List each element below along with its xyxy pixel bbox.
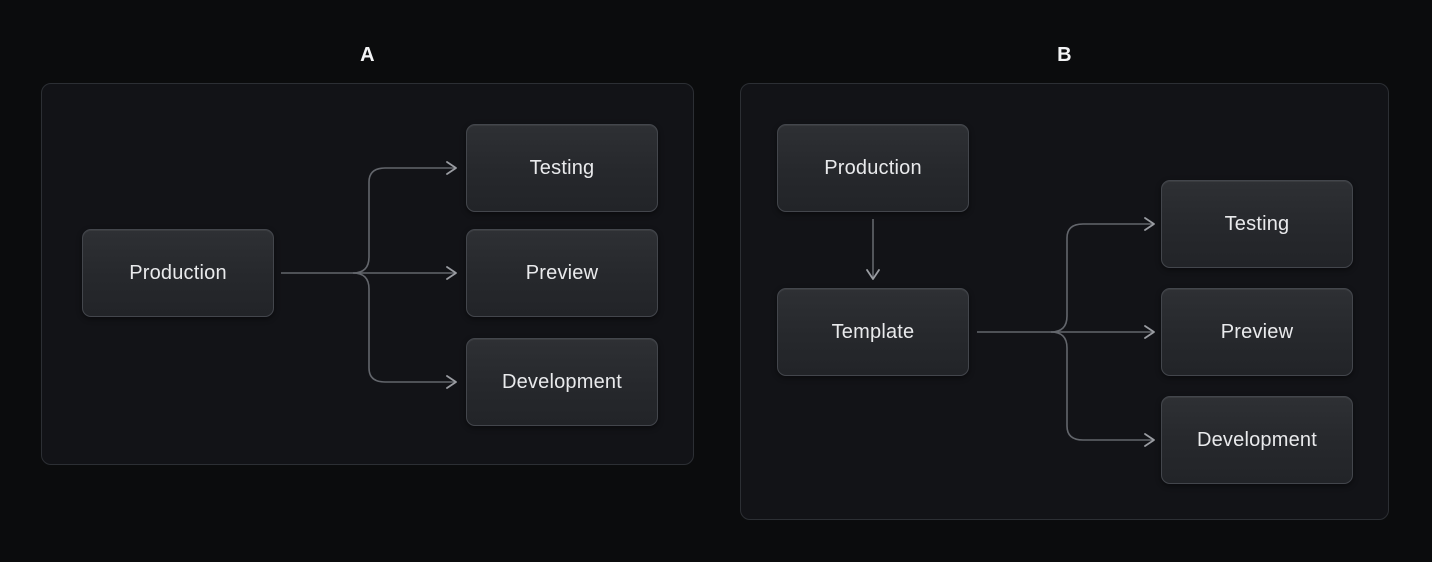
connector-template-testing	[1050, 223, 1154, 333]
node-production-a: Production	[82, 229, 274, 317]
diagram-a: A Production Testing Preview	[41, 43, 694, 465]
diagram-a-panel: Production Testing Preview Development	[41, 83, 694, 465]
node-template-b-label: Template	[831, 320, 915, 343]
diagram-b-panel: Production Template Testing Preview Deve…	[740, 83, 1389, 520]
connector-template-development	[1050, 331, 1154, 441]
node-testing-b: Testing	[1161, 180, 1353, 268]
node-production-a-label: Production	[129, 261, 227, 284]
node-testing-a-label: Testing	[529, 156, 595, 179]
node-preview-a: Preview	[466, 229, 658, 317]
arrowhead-icon	[446, 375, 457, 389]
arrowhead-icon	[1144, 433, 1155, 447]
node-production-b-label: Production	[824, 156, 922, 179]
node-preview-a-label: Preview	[525, 261, 599, 284]
arrowhead-icon	[866, 269, 880, 280]
node-preview-b: Preview	[1161, 288, 1353, 376]
diagram-b: B Production Template	[740, 43, 1389, 520]
connector-production-development	[352, 272, 456, 383]
diagram-b-title: B	[1057, 44, 1072, 66]
diagram-a-title: A	[360, 44, 375, 66]
node-production-b: Production	[777, 124, 969, 212]
node-development-a: Development	[466, 338, 658, 426]
arrowhead-icon	[446, 266, 457, 280]
arrowhead-icon	[446, 161, 457, 175]
node-development-b: Development	[1161, 396, 1353, 484]
arrowhead-icon	[1144, 217, 1155, 231]
node-testing-b-label: Testing	[1224, 212, 1290, 235]
node-development-b-label: Development	[1196, 428, 1318, 451]
node-preview-b-label: Preview	[1220, 320, 1294, 343]
node-testing-a: Testing	[466, 124, 658, 212]
node-development-a-label: Development	[501, 370, 623, 393]
connector-production-testing	[352, 167, 456, 274]
node-template-b: Template	[777, 288, 969, 376]
arrowhead-icon	[1144, 325, 1155, 339]
